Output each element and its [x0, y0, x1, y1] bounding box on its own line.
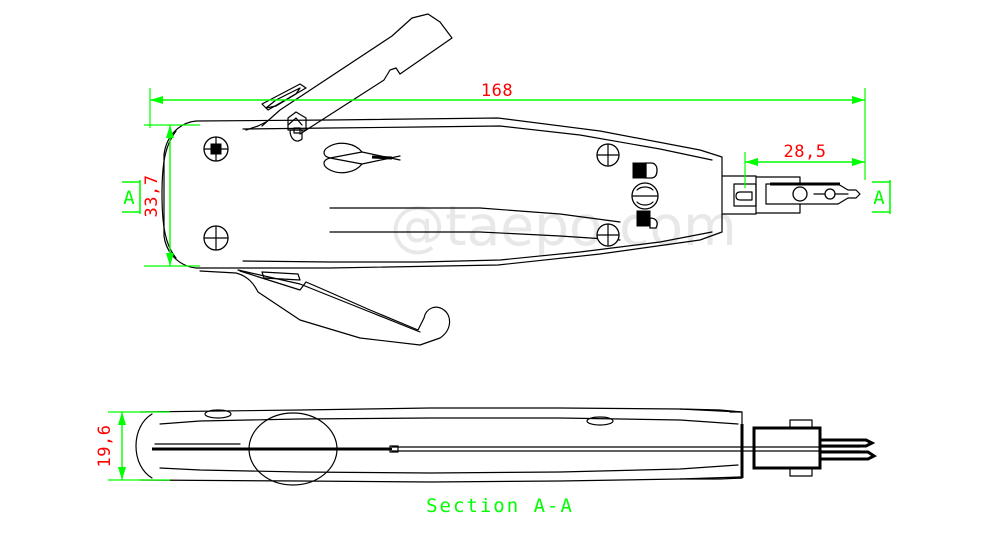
section-connector-top-nub [789, 419, 813, 429]
section-top-hole [204, 409, 232, 419]
section-top-hole-2 [586, 416, 614, 426]
section-caption: Section A-A [426, 495, 574, 517]
section-inner-top [159, 417, 739, 425]
tool-body-outline [163, 117, 723, 269]
section-view [135, 407, 877, 486]
scissors-icon [323, 142, 401, 174]
tool-nose-detail [161, 130, 177, 259]
selector-dial [631, 182, 659, 210]
lever-pivot-boss [287, 111, 307, 131]
body-inner-slot-upper [329, 207, 621, 223]
dimension-section-thickness: 19,6 [95, 411, 170, 481]
blade-pivot-hole [792, 186, 808, 202]
body-top-nub [287, 117, 303, 126]
body-bottom-ridge [242, 231, 713, 263]
section-marker-left-label: A [123, 187, 136, 209]
upper-lever-tip [245, 121, 267, 131]
section-blade-lower [820, 450, 877, 461]
upper-lever-slot-line [261, 83, 307, 111]
section-shell-bottom [139, 476, 741, 483]
shaft-block-slot [735, 191, 753, 201]
screw-head-top-left [203, 136, 229, 162]
dimension-body-height-text: 33,7 [142, 175, 162, 218]
section-left-end [135, 413, 153, 479]
screw-head-top-right [596, 143, 620, 167]
section-taper-bottom [679, 477, 743, 480]
shaft-block-outline [721, 175, 757, 215]
section-grip-circle [248, 412, 338, 486]
body-top-ridge [242, 125, 713, 161]
section-inner-bottom [159, 464, 739, 474]
section-connector-body [752, 426, 822, 470]
section-rod-cap [389, 445, 399, 453]
lower-hook-slot [261, 271, 301, 281]
section-marker-left: A [122, 180, 141, 214]
lower-hook-arm [199, 270, 451, 346]
dimension-overall-length: 168 [149, 81, 866, 180]
body-inner-slot-lower [329, 231, 621, 241]
upper-lever-arm [261, 13, 453, 135]
screw-head-bottom-right [596, 223, 620, 247]
section-marker-right: A [872, 180, 891, 214]
dimension-blade-length-text: 28,5 [784, 142, 827, 162]
blade-head-outline [765, 183, 861, 205]
section-shell-top [139, 407, 741, 413]
blade-head-lower-lip [755, 203, 801, 214]
section-marker-right-label: A [873, 187, 886, 209]
upper-lever-inner-slot [265, 87, 301, 109]
blade-head-upper-lip [755, 176, 801, 185]
lever-pivot-boss-cap [289, 129, 303, 142]
section-connector-bottom-nub [789, 467, 813, 477]
indicator-upper [632, 162, 658, 179]
screw-head-bottom-left [203, 225, 229, 251]
lower-hook-edge-line [237, 269, 421, 333]
lever-pivot-neck [293, 127, 301, 134]
dimension-overall-length-text: 168 [481, 81, 513, 101]
section-shaft-left-upper [729, 411, 743, 425]
dimension-section-thickness-text: 19,6 [95, 425, 115, 468]
blade-small-hole [824, 188, 836, 200]
top-view [161, 13, 861, 346]
indicator-lower [636, 210, 658, 229]
shaft-block-inner [733, 183, 757, 207]
section-taper-top [679, 408, 743, 413]
section-blade-upper [820, 438, 876, 448]
dimension-blade-length: 28,5 [744, 142, 865, 188]
dimension-body-height: 33,7 [142, 124, 200, 267]
